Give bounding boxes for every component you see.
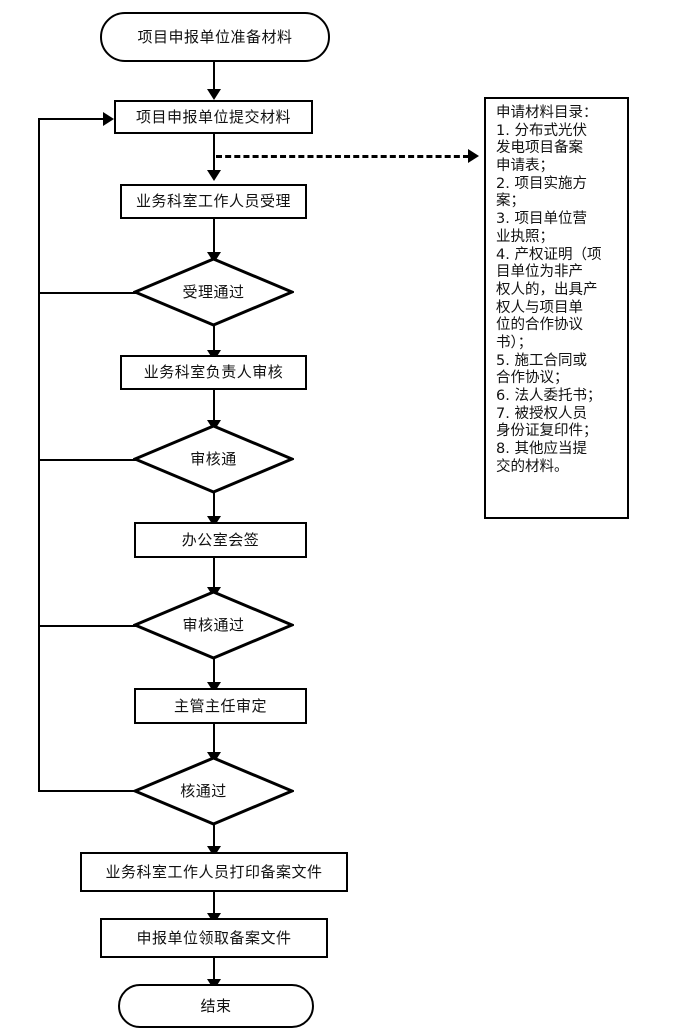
- node-submit-materials[interactable]: 项目申报单位提交材料: [114, 100, 313, 134]
- node-staff-acceptance-label: 业务科室工作人员受理: [135, 192, 291, 211]
- feedback-rail-vertical: [38, 118, 40, 792]
- note-line: 4. 产权证明（项: [496, 246, 602, 263]
- node-start-label: 项目申报单位准备材料: [137, 27, 293, 46]
- node-director-approval-label: 主管主任审定: [173, 696, 267, 715]
- note-line: 身份证复印件；: [496, 423, 598, 440]
- node-submit-materials-label: 项目申报单位提交材料: [135, 107, 291, 126]
- connector-reviewpass3-to-printrecord: [213, 824, 215, 852]
- node-print-filing-document-label: 业务科室工作人员打印备案文件: [105, 862, 323, 881]
- diamond-shape-acceptance: [133, 257, 294, 327]
- arrowhead-submit-to-accept: [207, 170, 221, 181]
- note-line: 业执照；: [496, 228, 554, 245]
- node-decision-review-passed-1-label: 审核通: [190, 449, 237, 468]
- note-line: 8. 其他应当提: [496, 441, 587, 458]
- node-end[interactable]: 结束: [118, 984, 314, 1028]
- note-line: 书）；: [496, 334, 533, 351]
- feedback-rail-to-submit: [38, 118, 104, 120]
- feedback-branch-accept: [38, 292, 136, 294]
- note-line: 权人与项目单: [496, 299, 583, 316]
- arrowhead-reviewpass3-to-printrecord: [207, 846, 221, 857]
- note-line: 2. 项目实施方: [496, 175, 587, 192]
- node-decision-review-passed-3[interactable]: 核通过: [133, 756, 294, 826]
- node-collect-filing-document[interactable]: 申报单位领取备案文件: [100, 918, 328, 958]
- node-section-head-review-label: 业务科室负责人审核: [143, 363, 284, 382]
- connector-collectrecord-to-end: [213, 958, 215, 984]
- connector-reviewpass2-to-directorapprove: [213, 659, 215, 689]
- node-decision-acceptance-passed-label: 受理通过: [182, 282, 245, 301]
- connector-directorapprove-to-reviewpass3: [213, 723, 215, 759]
- feedback-branch-review3: [38, 790, 136, 792]
- node-decision-acceptance-passed[interactable]: 受理通过: [133, 257, 294, 327]
- diamond-shape-review-2: [133, 590, 294, 660]
- note-line: 5. 施工合同或: [496, 352, 587, 369]
- note-line: 案；: [496, 193, 525, 210]
- dashed-arrowhead-to-note: [468, 149, 479, 163]
- node-start[interactable]: 项目申报单位准备材料: [100, 12, 330, 62]
- connector-sectionreview-to-reviewpass1: [213, 390, 215, 426]
- note-line: 合作协议；: [496, 370, 569, 387]
- arrowhead-reviewpass1-to-officesignoff: [207, 516, 221, 527]
- feedback-branch-review1: [38, 459, 136, 461]
- note-line: 发电项目备案: [496, 140, 583, 157]
- connector-start-to-submit: [213, 62, 215, 90]
- note-line: 1. 分布式光伏: [496, 122, 587, 139]
- arrowhead-accept-to-acceptpass: [207, 252, 221, 263]
- note-line: 权人的，出具产: [496, 281, 598, 298]
- arrowhead-start-to-submit: [207, 89, 221, 100]
- diamond-shape-review-1: [133, 424, 294, 494]
- connector-submit-to-accept: [213, 133, 215, 171]
- node-office-countersign[interactable]: 办公室会签: [134, 522, 307, 558]
- note-line: 交的材料。: [496, 458, 569, 475]
- node-collect-filing-document-label: 申报单位领取备案文件: [136, 928, 292, 947]
- node-decision-review-passed-2-label: 审核通过: [182, 615, 245, 634]
- feedback-branch-review2: [38, 625, 136, 627]
- note-line: 申请材料目录：: [496, 105, 598, 121]
- node-staff-acceptance[interactable]: 业务科室工作人员受理: [120, 184, 307, 219]
- node-director-approval[interactable]: 主管主任审定: [134, 688, 307, 724]
- node-print-filing-document[interactable]: 业务科室工作人员打印备案文件: [80, 852, 348, 892]
- connector-accept-to-acceptpass: [213, 218, 215, 256]
- note-line: 7. 被授权人员: [496, 405, 587, 422]
- dashed-connector-to-note: [216, 155, 469, 158]
- node-decision-review-passed-3-label: 核通过: [180, 782, 227, 800]
- node-decision-review-passed-2[interactable]: 审核通过: [133, 590, 294, 660]
- node-office-countersign-label: 办公室会签: [181, 530, 260, 549]
- note-line: 位的合作协议: [496, 317, 583, 334]
- connector-reviewpass1-to-officesignoff: [213, 493, 215, 523]
- arrowhead-reviewpass2-to-directorapprove: [207, 682, 221, 693]
- feedback-arrow-into-submit: [103, 112, 114, 126]
- connector-officesignoff-to-reviewpass2: [213, 557, 215, 593]
- note-line: 目单位为非产: [496, 264, 583, 281]
- note-line: 3. 项目单位营: [496, 211, 587, 228]
- note-line: 申请表；: [496, 158, 554, 175]
- node-decision-review-passed-1[interactable]: 审核通: [133, 424, 294, 494]
- note-line: 6. 法人委托书；: [496, 388, 602, 404]
- application-materials-note[interactable]: 申请材料目录： 1. 分布式光伏 发电项目备案 申请表； 2. 项目实施方 案；…: [484, 97, 629, 519]
- node-end-label: 结束: [200, 996, 232, 1015]
- node-section-head-review[interactable]: 业务科室负责人审核: [120, 355, 307, 390]
- diamond-shape-review-3: [133, 756, 294, 826]
- connector-printrecord-to-collectrecord: [213, 892, 215, 918]
- connector-acceptpass-to-sectionreview: [213, 326, 215, 356]
